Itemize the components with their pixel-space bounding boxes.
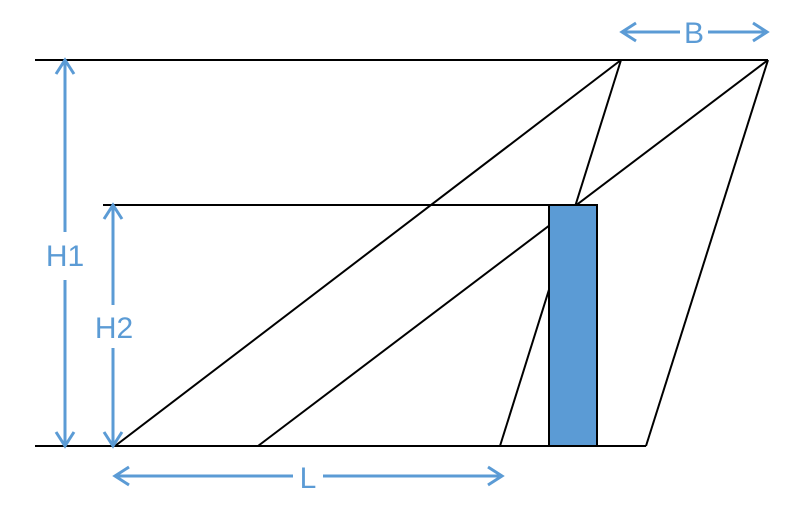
dimension-l-left-arrow-icon — [112, 465, 130, 487]
dimension-b-label: B — [684, 17, 704, 50]
dimension-l-right-arrow-icon — [487, 465, 505, 487]
long-diagonal-right — [257, 59, 769, 447]
dimension-h1-top-arrow-icon — [54, 57, 76, 75]
dimension-l-label: L — [300, 462, 317, 495]
dimension-b-left-arrow-icon — [619, 21, 637, 43]
dimension-b-right-arrow-icon — [752, 21, 770, 43]
dimension-h1-bottom-arrow-icon — [54, 431, 76, 449]
dimension-h1-label: H1 — [46, 240, 84, 273]
dimension-h2-top-arrow-icon — [102, 202, 124, 220]
dimension-h2-label: H2 — [95, 312, 133, 345]
long-diagonal-left — [114, 59, 622, 447]
dimension-h2-bottom-arrow-icon — [102, 431, 124, 449]
steep-diagonal-right — [645, 59, 769, 447]
blue-block — [548, 204, 598, 447]
